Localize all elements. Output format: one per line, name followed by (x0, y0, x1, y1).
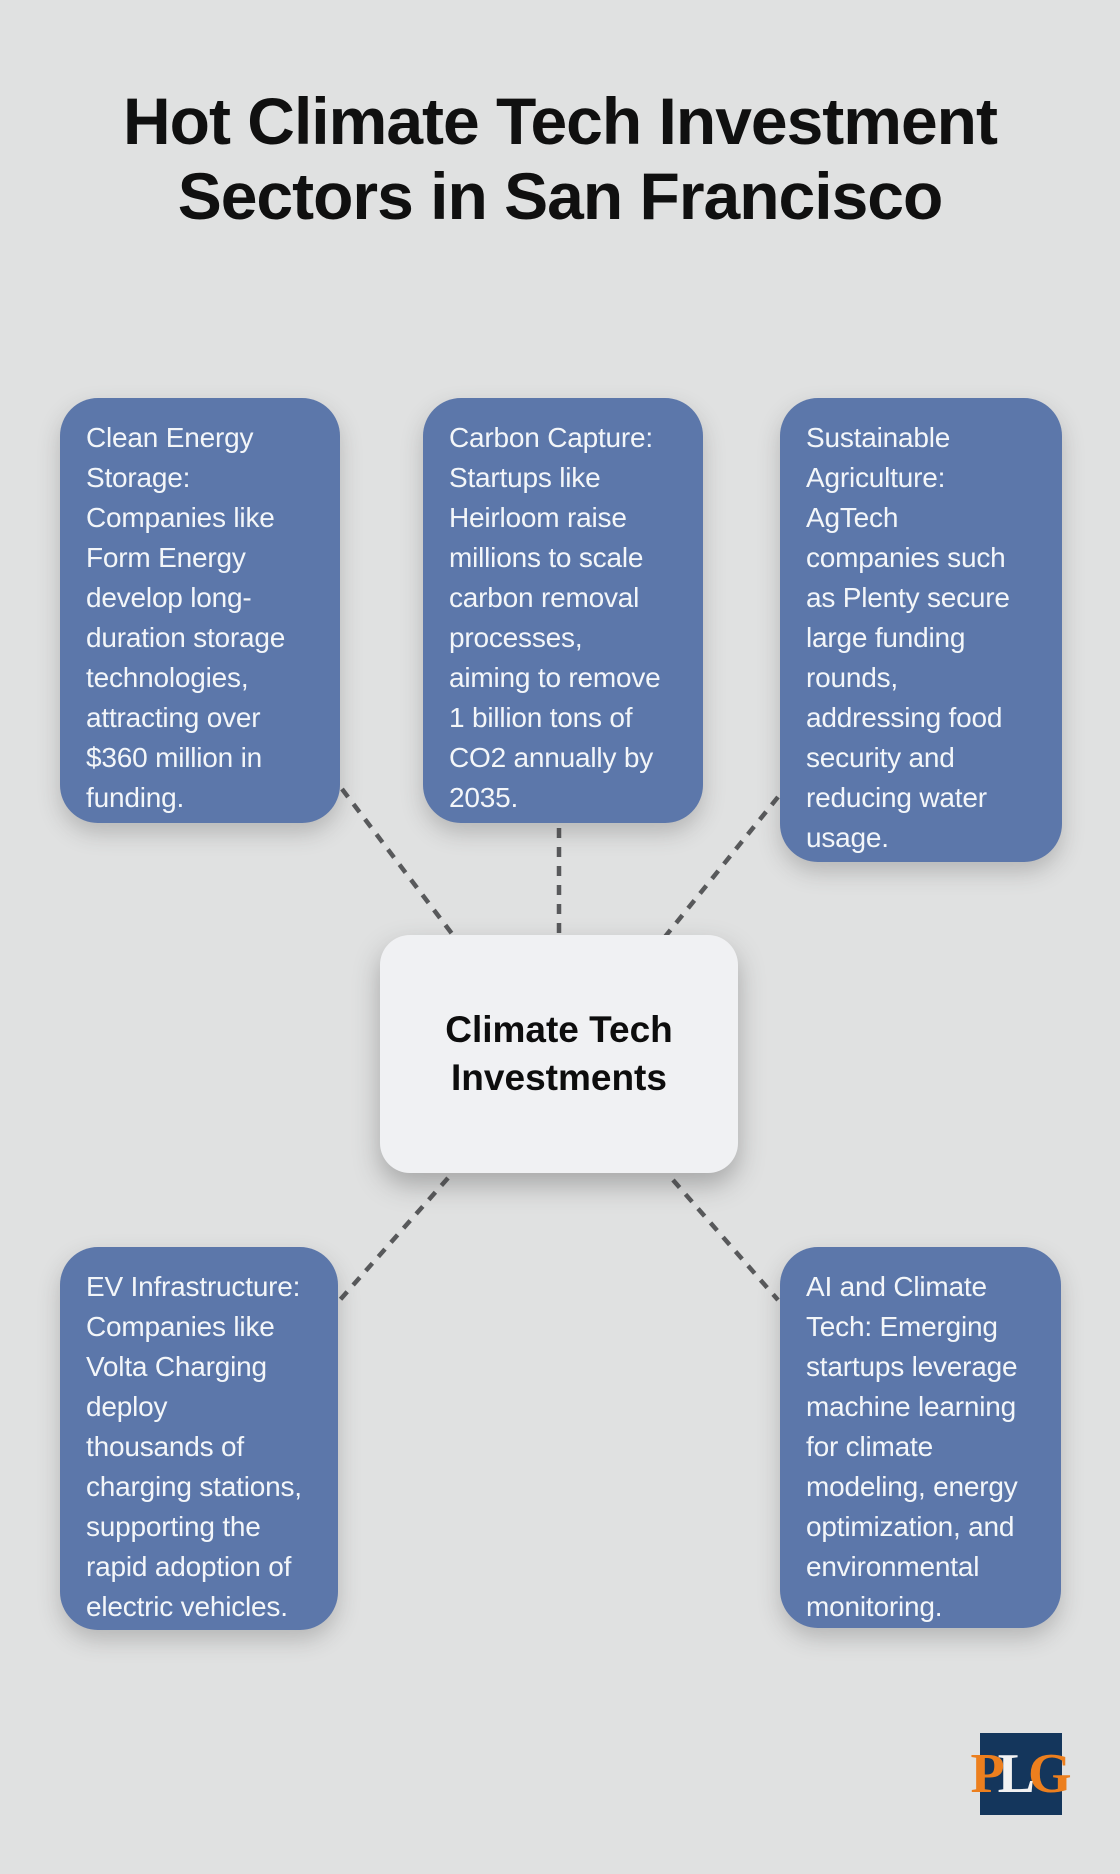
plg-logo: P L G (970, 1733, 1071, 1815)
node-sustainable-agriculture: Sustainable Agriculture: AgTech companie… (780, 398, 1062, 862)
connector-line-ai-climate-tech (671, 1178, 780, 1302)
center-node-climate-tech-investments: Climate Tech Investments (380, 935, 738, 1173)
node-ai-and-climate-tech: AI and Climate Tech: Emerging startups l… (780, 1247, 1061, 1628)
logo-letter-p: P (970, 1743, 1004, 1805)
node-clean-energy-storage: Clean Energy Storage: Companies like For… (60, 398, 340, 823)
connector-line-ev-infrastructure (337, 1176, 450, 1303)
node-carbon-capture: Carbon Capture: Startups like Heirloom r… (423, 398, 703, 823)
logo-letter-l: L (997, 1743, 1035, 1805)
node-ev-infrastructure: EV Infrastructure: Companies like Volta … (60, 1247, 338, 1630)
page-title: Hot Climate Tech Investment Sectors in S… (123, 84, 998, 233)
logo-letter-g: G (1028, 1743, 1071, 1805)
